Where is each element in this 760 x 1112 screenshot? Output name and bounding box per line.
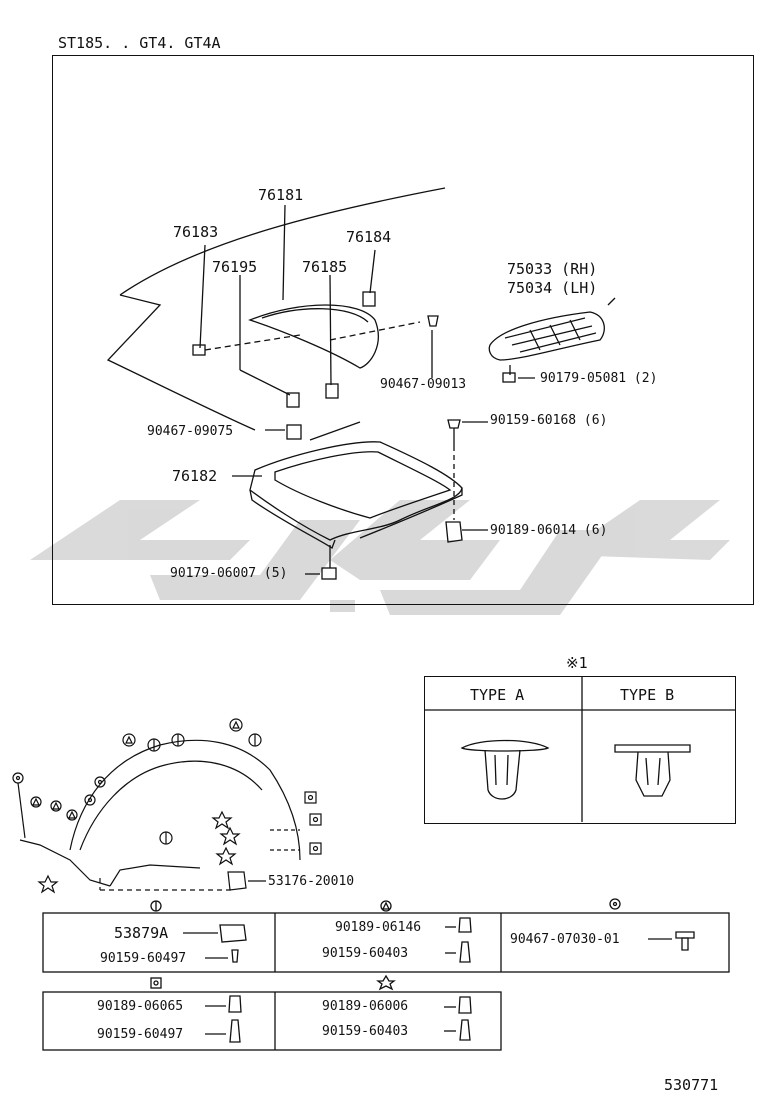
- legend-90159-60403-b: 90159-60403: [322, 1024, 409, 1039]
- legend-90189-06065: 90189-06065: [97, 999, 184, 1014]
- legend-90159-60497-b: 90159-60497: [97, 1027, 184, 1042]
- part-label-90467-09013: 90467-09013: [380, 377, 467, 392]
- part-label-76195: 76195: [212, 258, 258, 276]
- clip-type-table: [424, 676, 736, 824]
- legend-90189-06006: 90189-06006: [322, 999, 409, 1014]
- part-label-76184: 76184: [346, 228, 392, 246]
- top-diagram-frame: [52, 55, 754, 605]
- part-label-76181: 76181: [258, 186, 304, 204]
- part-label-75033: 75033 (RH): [507, 260, 598, 278]
- part-label-76182: 76182: [172, 467, 218, 485]
- model-codes-label: ST185. . GT4. GT4A: [58, 34, 221, 52]
- legend-90159-60497-a: 90159-60497: [100, 951, 187, 966]
- diagram-number: 530771: [664, 1076, 719, 1094]
- part-label-75034: 75034 (LH): [507, 279, 598, 297]
- part-label-76183: 76183: [173, 223, 219, 241]
- part-label-90189-06014: 90189-06014 (6): [490, 523, 608, 538]
- legend-53879a: 53879A: [114, 924, 169, 942]
- part-label-90179-06007: 90179-06007 (5): [170, 566, 288, 581]
- clip-type-a-label: TYPE A: [470, 686, 525, 704]
- legend-90467-07030-01: 90467-07030-01: [510, 932, 620, 947]
- clip-type-b-label: TYPE B: [620, 686, 675, 704]
- note-reference-mark: ※1: [566, 654, 588, 672]
- part-label-90467-09075: 90467-09075: [147, 424, 234, 439]
- part-label-76185: 76185: [302, 258, 348, 276]
- part-label-90179-05081: 90179-05081 (2): [540, 371, 658, 386]
- legend-90159-60403-a: 90159-60403: [322, 946, 409, 961]
- part-label-90159-60168: 90159-60168 (6): [490, 413, 608, 428]
- legend-90189-06146: 90189-06146: [335, 920, 422, 935]
- part-label-53176-20010: 53176-20010: [268, 874, 355, 889]
